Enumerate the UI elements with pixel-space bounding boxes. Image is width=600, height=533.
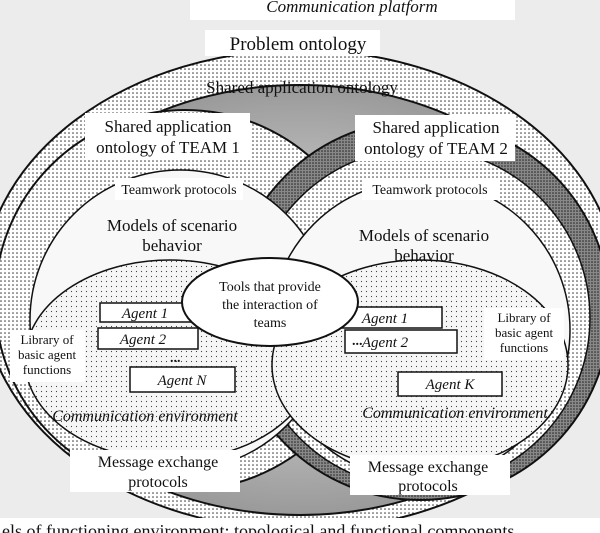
- team1-message-box: [70, 450, 240, 492]
- team1-agent-2-label: Agent 2: [119, 332, 167, 348]
- team1-message-line2: protocols: [128, 474, 188, 491]
- team2-models-line1: Models of scenario: [359, 226, 489, 245]
- team2-library-line3: functions: [500, 340, 548, 355]
- figure-caption: els of functioning environment: topologi…: [2, 521, 514, 533]
- team2-models-line2: behavior: [394, 246, 454, 265]
- title-box: [190, 0, 515, 20]
- team2-teamwork-box: [362, 178, 500, 200]
- team1-agent-1: Agent 1: [99, 302, 196, 323]
- team2-message-line2: protocols: [398, 478, 458, 495]
- team1-models-line1: Models of scenario: [107, 216, 237, 235]
- team2-message-line1: Message exchange: [368, 459, 488, 476]
- team2-ontology-line1: Shared application: [373, 118, 500, 137]
- title: Communication platform: [266, 0, 437, 16]
- team2-agent-2: Agent 2: [344, 329, 458, 354]
- team1-models-line2: behavior: [142, 236, 202, 255]
- team1-dots: ...: [170, 351, 181, 366]
- team1-library-line1: Library of: [20, 332, 74, 347]
- shared-ontology-label: Shared application ontology: [206, 78, 398, 97]
- team2-library-box: [484, 308, 564, 360]
- team1-message-line1: Message exchange: [98, 454, 218, 471]
- team2-library-line1: Library of: [497, 310, 551, 325]
- team2-agent-1-label: Agent 1: [361, 311, 408, 327]
- team1-agent-n: Agent N: [129, 366, 236, 393]
- tools-line2: the interaction of: [222, 298, 318, 313]
- team1-ontology-line2: ontology of TEAM 1: [96, 138, 240, 157]
- tools-line1: Tools that provide: [219, 280, 321, 295]
- team2-agent-k: Agent K: [397, 371, 503, 397]
- team1-agent-n-label: Agent N: [157, 373, 208, 389]
- caption-strip: [0, 518, 600, 533]
- problem-ontology-label: Problem ontology: [230, 34, 367, 55]
- team1-library-line2: basic agent: [18, 347, 77, 362]
- team2-agent-1: Agent 1: [341, 306, 443, 329]
- team2-dots: ...: [352, 334, 363, 349]
- team2-message-box: [350, 455, 510, 495]
- team1-teamwork-box: [115, 178, 243, 200]
- team1-teamwork: Teamwork protocols: [121, 183, 236, 198]
- team2-teamwork: Teamwork protocols: [372, 183, 487, 198]
- team2-comm-env-label: Communication environment: [362, 405, 548, 422]
- team1-ontology-line1: Shared application: [105, 117, 232, 136]
- team1-agent-1-label: Agent 1: [121, 306, 168, 322]
- tools-ellipse: [181, 257, 359, 347]
- team2-agent-k-label: Agent K: [425, 377, 476, 393]
- team1-agent-2: Agent 2: [97, 327, 199, 350]
- team2-ontology-line2: ontology of TEAM 2: [364, 139, 508, 158]
- tools-line3: teams: [254, 316, 287, 331]
- team1-library-box: [10, 330, 85, 382]
- team1-ontology-box: [85, 113, 250, 159]
- team1-library-line3: functions: [23, 362, 71, 377]
- team2-agent-2-label: Agent 2: [361, 335, 409, 351]
- team2-library-line2: basic agent: [495, 325, 554, 340]
- team1-comm-env-label: Communication environment: [52, 408, 238, 425]
- team2-ontology-box: [355, 115, 515, 161]
- problem-ontology-box: [205, 30, 380, 56]
